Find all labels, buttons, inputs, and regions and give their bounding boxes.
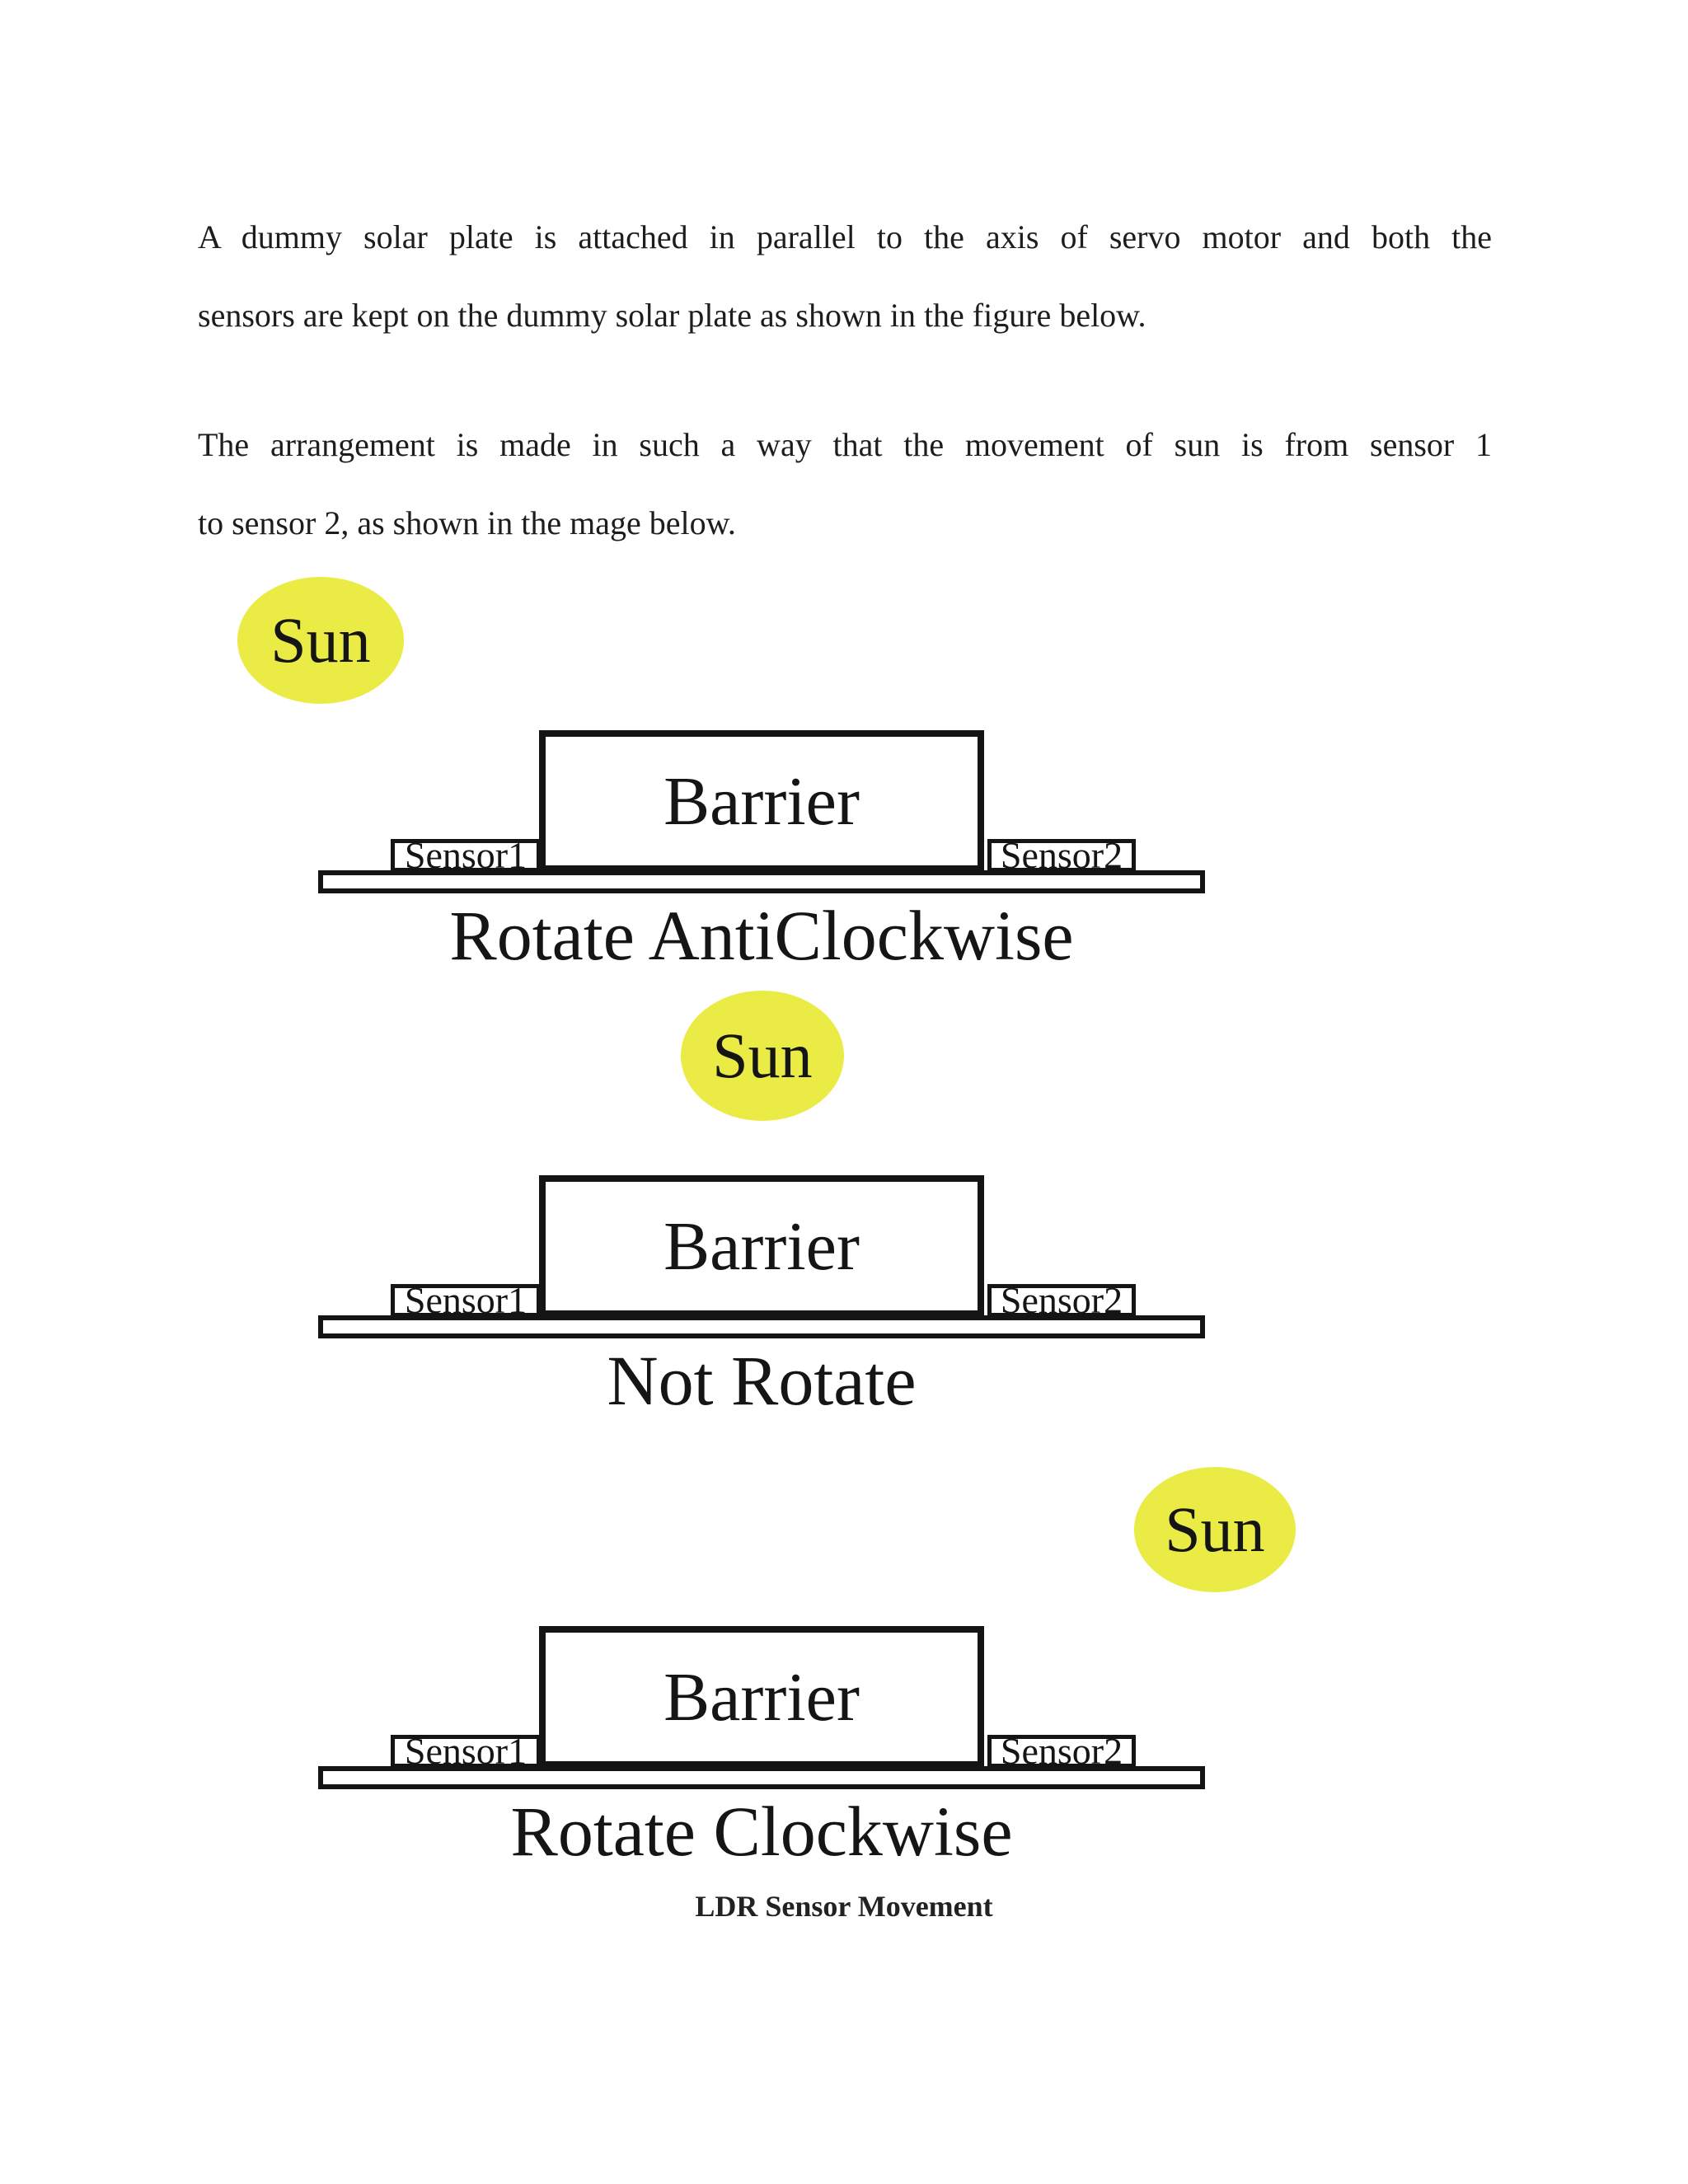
- sensor1-box: Sensor1: [391, 834, 541, 876]
- sensor1-box: Sensor1: [391, 1279, 541, 1321]
- paragraph2-line2: to sensor 2, as shown in the mage below.: [198, 504, 736, 541]
- paragraph1-line2: sensors are kept on the dummy solar plat…: [198, 297, 1146, 334]
- rotation-caption: Rotate Clockwise: [510, 1792, 1013, 1871]
- barrier-box: Barrier: [539, 730, 984, 872]
- sensor2-box: Sensor2: [987, 1279, 1136, 1321]
- intro-text: A dummy solar plate is attached in paral…: [198, 198, 1492, 562]
- barrier-box: Barrier: [539, 1626, 984, 1768]
- rotation-caption: Not Rotate: [607, 1341, 917, 1420]
- sensor2-box: Sensor2: [987, 1730, 1136, 1772]
- sensor1-label: Sensor1: [404, 1730, 528, 1772]
- barrier-box: Barrier: [539, 1175, 984, 1317]
- figure-caption: LDR Sensor Movement: [695, 1890, 993, 1923]
- sensor2-label: Sensor2: [1000, 834, 1123, 876]
- sensor1-label: Sensor1: [404, 1279, 528, 1321]
- sun-label: Sun: [712, 1019, 813, 1091]
- sensor2-label: Sensor2: [1000, 1279, 1123, 1321]
- solar-plate-bar: [318, 870, 1205, 893]
- solar-plate-bar: [318, 1315, 1205, 1338]
- paragraph1-line1: A dummy solar plate is attached in paral…: [198, 218, 1492, 255]
- sun-label: Sun: [270, 604, 371, 676]
- barrier-label: Barrier: [663, 1658, 860, 1736]
- sensor2-label: Sensor2: [1000, 1730, 1123, 1772]
- sun-icon: Sun: [1134, 1467, 1296, 1592]
- sun-icon: Sun: [681, 991, 844, 1121]
- barrier-label: Barrier: [663, 762, 860, 840]
- sun-icon: Sun: [237, 577, 404, 704]
- sensor1-label: Sensor1: [404, 834, 528, 876]
- solar-plate-bar: [318, 1766, 1205, 1789]
- sensor1-box: Sensor1: [391, 1730, 541, 1772]
- sensor2-box: Sensor2: [987, 834, 1136, 876]
- paragraph2-line1: The arrangement is made in such a way th…: [198, 426, 1492, 463]
- sun-label: Sun: [1165, 1493, 1265, 1565]
- rotation-caption: Rotate AntiClockwise: [449, 896, 1074, 975]
- barrier-label: Barrier: [663, 1207, 860, 1285]
